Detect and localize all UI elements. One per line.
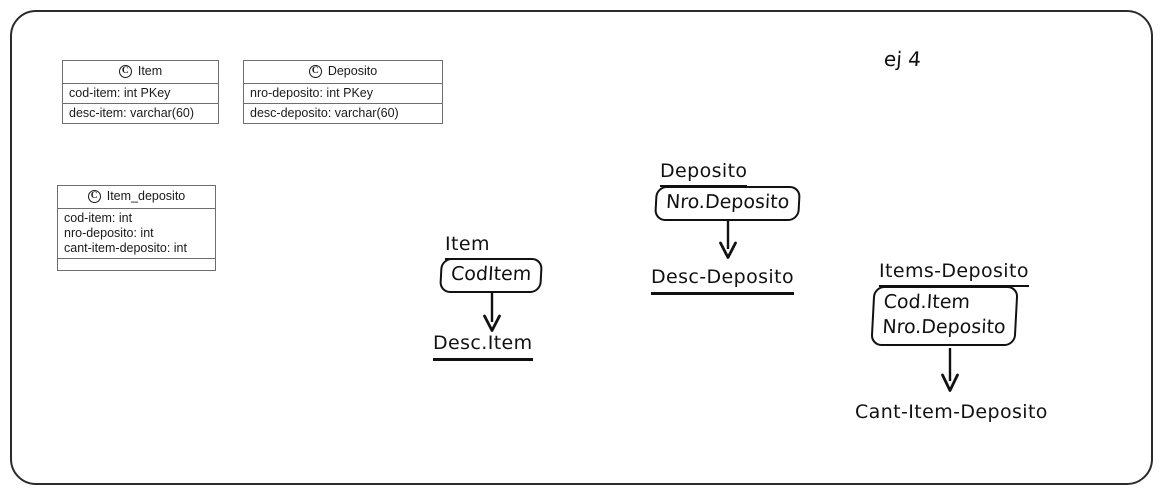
sketch-key-field: Nro.Deposito — [881, 316, 1007, 338]
sketch-key-capsule-deposito[interactable]: Nro.Deposito — [654, 186, 802, 221]
uml-attribute-row: cod-item: int PKey — [63, 84, 218, 104]
uml-attribute-row: desc-item: varchar(60) — [63, 104, 218, 123]
exercise-label: ej 4 — [883, 47, 922, 71]
sketch-dependent-text: Cant-Item-Deposito — [855, 401, 1048, 423]
uml-class-item-deposito[interactable]: C Item_deposito cod-item: int nro-deposi… — [57, 185, 216, 271]
sketch-key-capsule-items-deposito[interactable]: Cod.Item Nro.Deposito — [870, 286, 1019, 346]
sketch-title-text: Items-Deposito — [879, 259, 1029, 287]
uml-attribute-text: nro-deposito: int PKey — [250, 86, 373, 100]
sketch-dependent-item: Desc.Item — [433, 331, 533, 361]
sketch-dependent-text: Desc.Item — [433, 331, 533, 361]
uml-attribute-text: cod-item: int PKey — [69, 86, 171, 100]
sketch-title-deposito: Deposito — [660, 159, 748, 187]
down-arrow-icon-items-deposito — [941, 348, 959, 392]
uml-class-header: C Deposito — [244, 61, 442, 84]
sketch-dependent-deposito: Desc-Deposito — [651, 265, 794, 295]
uml-attribute-block: cod-item: int nro-deposito: int cant-ite… — [58, 209, 215, 259]
uml-attribute-text: cant-item-deposito: int — [64, 241, 187, 255]
sketch-title-items-deposito: Items-Deposito — [879, 259, 1029, 287]
sketch-title-item: Item — [445, 232, 490, 260]
sketch-dependent-items-deposito: Cant-Item-Deposito — [855, 400, 1048, 424]
uml-attribute-text: cod-item: int — [64, 211, 133, 225]
class-circle-icon: C — [118, 65, 132, 78]
uml-class-name: Item_deposito — [106, 189, 186, 203]
uml-attribute-text: nro-deposito: int — [64, 226, 154, 240]
uml-class-item[interactable]: C Item cod-item: int PKey desc-item: var… — [62, 60, 219, 124]
sketch-title-text: Deposito — [660, 159, 748, 187]
sketch-key-field: CodItem — [450, 263, 532, 285]
uml-class-header: C Item_deposito — [58, 186, 215, 209]
down-arrow-icon-deposito — [719, 219, 737, 259]
uml-attribute-row: desc-deposito: varchar(60) — [244, 104, 442, 123]
down-arrow-icon-item — [483, 292, 501, 332]
sketch-key-field: Nro.Deposito — [665, 191, 790, 213]
class-circle-icon: C — [308, 65, 322, 78]
uml-attribute-text: desc-item: varchar(60) — [69, 106, 195, 120]
sketch-key-field: Cod.Item — [883, 291, 971, 313]
uml-class-name: Item — [137, 64, 163, 78]
uml-empty-compartment — [58, 259, 215, 270]
sketch-title-text: Item — [445, 232, 490, 260]
uml-class-name: Deposito — [327, 64, 378, 78]
sketch-key-capsule-item[interactable]: CodItem — [439, 258, 544, 293]
uml-class-header: C Item — [63, 61, 218, 84]
uml-attribute-text: desc-deposito: varchar(60) — [250, 106, 399, 120]
uml-attribute-row: nro-deposito: int PKey — [244, 84, 442, 104]
class-circle-icon: C — [87, 190, 101, 203]
sketch-dependent-text: Desc-Deposito — [651, 265, 794, 295]
uml-class-deposito[interactable]: C Deposito nro-deposito: int PKey desc-d… — [243, 60, 443, 124]
